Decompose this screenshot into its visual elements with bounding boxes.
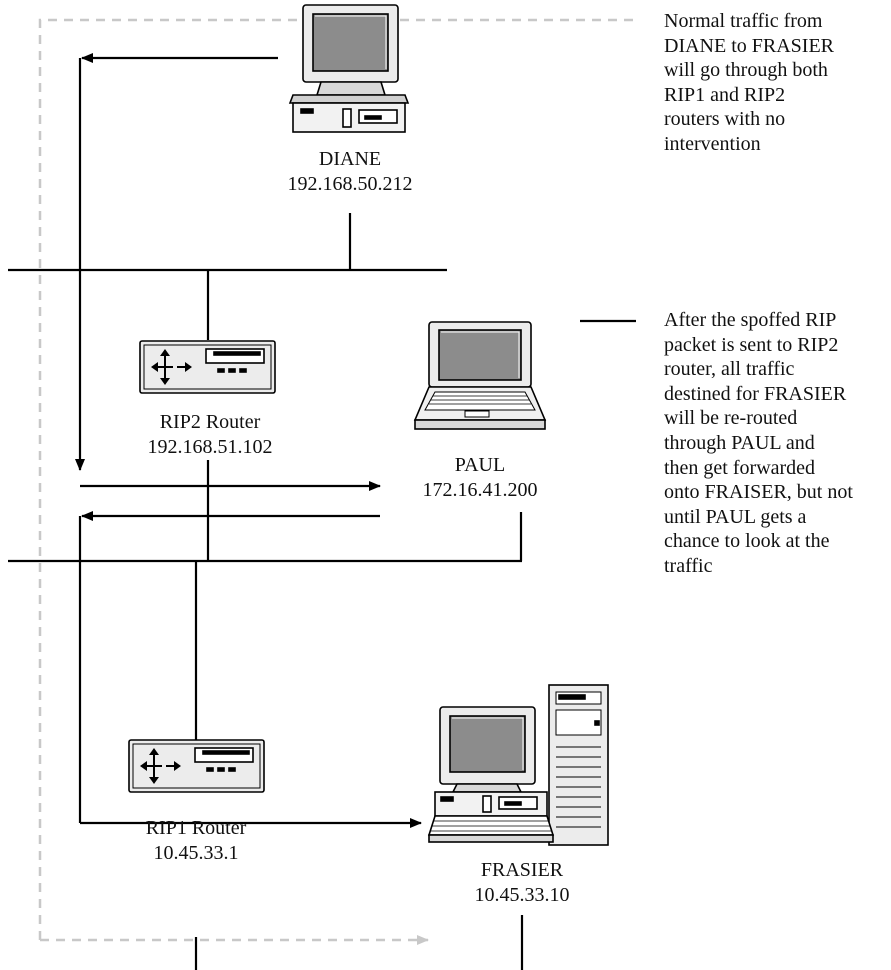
note-line: router, all traffic <box>664 358 795 381</box>
rip1-name: RIP1 Router <box>145 817 247 839</box>
paul-ip: 172.16.41.200 <box>422 479 538 501</box>
desktop-computer-icon <box>288 4 410 133</box>
normal-traffic-path <box>38 18 633 945</box>
note-line: through PAUL and <box>664 431 815 454</box>
router-icon <box>128 739 265 793</box>
note-line: After the spoffed RIP <box>664 309 837 331</box>
note-line: will be re-routed <box>664 407 798 430</box>
note-line: Normal traffic from <box>664 10 823 32</box>
laptop-icon <box>413 321 547 430</box>
frasier-label: FRASIER 10.45.33.10 <box>442 858 602 908</box>
note-line: packet is sent to RIP2 <box>664 333 839 356</box>
router-icon <box>139 340 276 394</box>
network-segments <box>8 213 636 970</box>
note-line: chance to look at the <box>664 530 830 553</box>
note-line: traffic <box>664 554 713 577</box>
normal-traffic-note: Normal traffic from DIANE to FRASIER wil… <box>664 9 888 157</box>
frasier-ip: 10.45.33.10 <box>474 884 570 906</box>
rip1-ip: 10.45.33.1 <box>153 842 239 864</box>
note-line: then get forwarded <box>664 456 816 479</box>
note-line: will go through both <box>664 59 828 82</box>
diane-name: DIANE <box>318 148 382 170</box>
paul-name: PAUL <box>454 454 506 476</box>
note-line: DIANE to FRASIER <box>664 34 835 57</box>
note-line: destined for FRASIER <box>664 382 847 405</box>
rip2-label: RIP2 Router 192.168.51.102 <box>120 410 300 460</box>
note-line: until PAUL gets a <box>664 505 807 528</box>
diane-label: DIANE 192.168.50.212 <box>270 147 430 197</box>
note-line: routers with no <box>664 108 786 131</box>
tower-computer-icon <box>427 684 609 846</box>
note-line: RIP1 and RIP2 <box>664 83 786 106</box>
rip2-name: RIP2 Router <box>159 411 261 433</box>
frasier-name: FRASIER <box>480 859 564 881</box>
spoofed-traffic-note: After the spoffed RIP packet is sent to … <box>664 308 890 579</box>
diane-ip: 192.168.50.212 <box>287 173 413 195</box>
paul-label: PAUL 172.16.41.200 <box>400 453 560 503</box>
rerouted-traffic-path <box>75 53 422 828</box>
rip1-label: RIP1 Router 10.45.33.1 <box>116 816 276 866</box>
note-line: intervention <box>664 132 761 155</box>
rip2-ip: 192.168.51.102 <box>147 436 273 458</box>
note-line: onto FRAISER, but not <box>664 481 853 504</box>
